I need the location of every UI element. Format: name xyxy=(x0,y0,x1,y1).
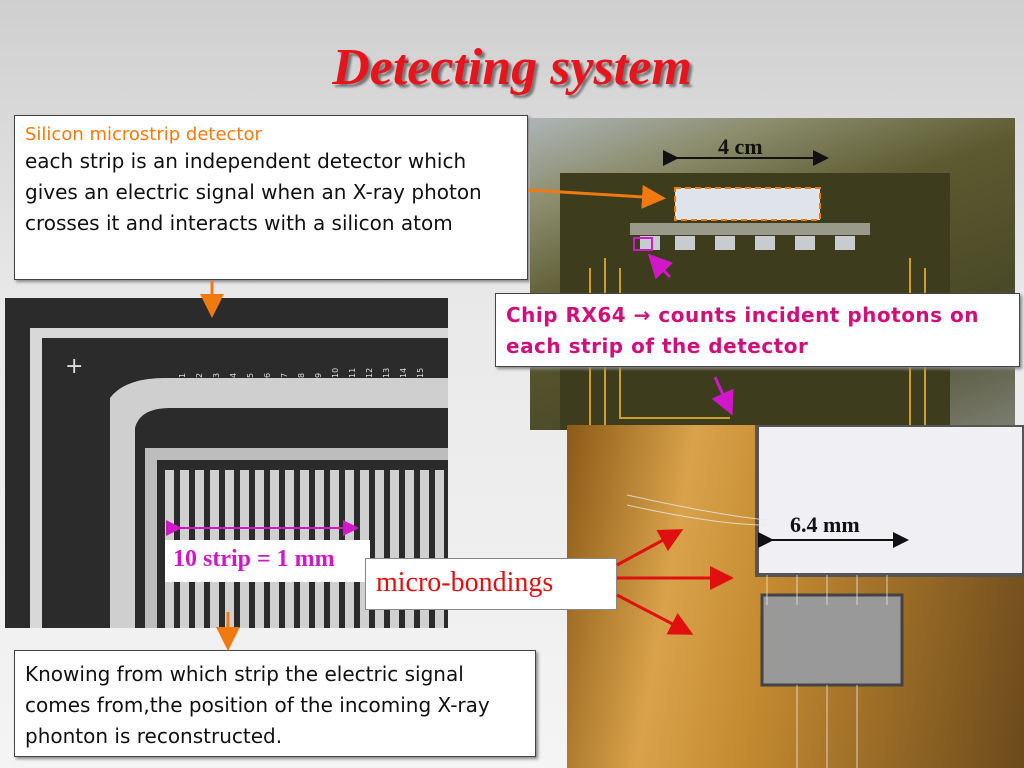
arrow-chip-icon xyxy=(711,376,734,416)
arrow-right-icon xyxy=(527,184,666,209)
strip xyxy=(420,470,429,628)
svg-text:+: + xyxy=(65,354,83,379)
chip-rx64-box: Chip RX64 → counts incident photons on e… xyxy=(495,293,1020,367)
arrow-chip-icon xyxy=(647,253,674,280)
arrow-bonding-icon xyxy=(616,593,694,635)
position-reconstruction-box: Knowing from which strip the electric si… xyxy=(14,650,536,757)
detector-text: each strip is an independent detector wh… xyxy=(25,149,482,235)
microbonding-photo xyxy=(567,425,1024,768)
strip xyxy=(390,470,399,628)
strip-scale-label: 10 strip = 1 mm xyxy=(165,540,370,582)
detector-heading: Silicon microstrip detector xyxy=(25,124,262,145)
strip xyxy=(375,470,384,628)
strip xyxy=(405,470,414,628)
slide-title: Detecting system xyxy=(332,39,692,96)
strip xyxy=(435,470,444,628)
arrow-bonding-icon xyxy=(616,529,684,567)
detector-description-box: Silicon microstrip detector each strip i… xyxy=(14,115,528,280)
microbondings-label: micro-bondings xyxy=(365,558,617,610)
